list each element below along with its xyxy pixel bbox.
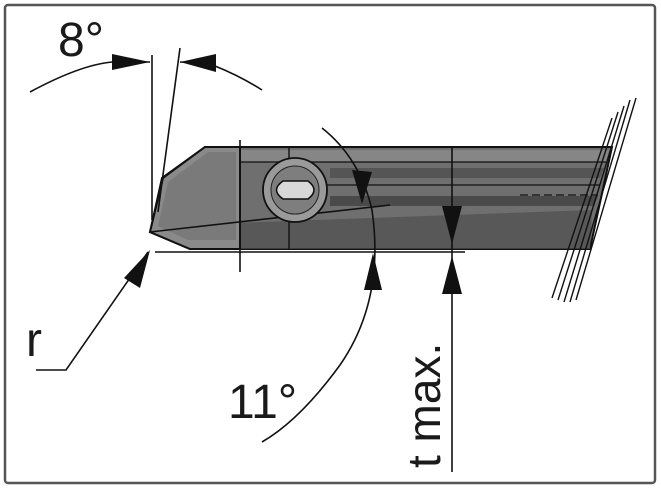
clamp-screw (262, 157, 328, 223)
radius-leader (36, 250, 150, 371)
break-lines (551, 97, 637, 303)
cutting-insert (148, 146, 391, 250)
radius-label: r (26, 314, 42, 367)
depth-label: t max. (398, 343, 450, 468)
angle-11-dimension (261, 127, 382, 443)
angle-11-label: 11° (228, 376, 297, 429)
angle-8-label: 8° (58, 14, 104, 67)
depth-dimension (442, 148, 462, 472)
angle-8-dimension (29, 47, 263, 220)
